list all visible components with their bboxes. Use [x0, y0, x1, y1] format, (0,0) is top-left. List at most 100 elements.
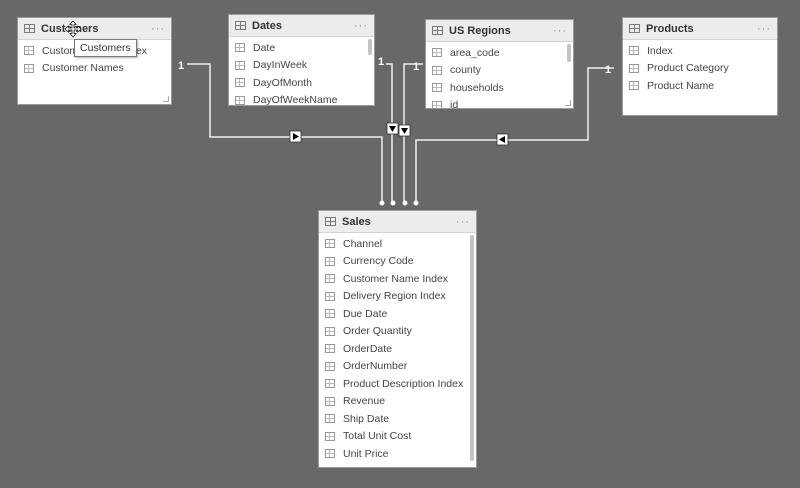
field-list: Index Product Category Product Name: [623, 40, 777, 95]
column-icon: [235, 78, 245, 88]
field-item[interactable]: Product Description Index: [325, 375, 470, 393]
field-item[interactable]: area_code: [432, 44, 567, 62]
relationship-line-dates-sales: [386, 63, 393, 203]
field-list: Channel Currency Code Customer Name Inde…: [319, 233, 476, 463]
field-label: id: [450, 99, 459, 109]
ellipsis-icon[interactable]: ···: [456, 215, 470, 228]
table-icon: [24, 24, 35, 33]
table-card-customers[interactable]: Customers ··· Customer Name Index Custom…: [17, 17, 172, 105]
filter-direction-arrow-icon[interactable]: [289, 130, 302, 143]
scrollbar[interactable]: [470, 235, 474, 461]
field-item[interactable]: id: [432, 97, 567, 109]
field-item[interactable]: Product Category: [629, 60, 771, 78]
field-label: Customer Names: [42, 62, 124, 75]
field-item[interactable]: Delivery Region Index: [325, 288, 470, 306]
column-icon: [325, 291, 335, 301]
field-item[interactable]: Index: [629, 42, 771, 60]
filter-direction-arrow-icon[interactable]: [496, 133, 509, 146]
resize-handle[interactable]: [565, 100, 571, 106]
table-icon: [235, 21, 246, 30]
field-item[interactable]: households: [432, 79, 567, 97]
column-icon: [629, 81, 639, 91]
field-label: county: [450, 64, 481, 77]
field-item[interactable]: Channel: [325, 235, 470, 253]
column-icon: [24, 46, 34, 56]
column-icon: [235, 43, 245, 53]
field-label: DayInWeek: [253, 59, 308, 72]
scrollbar[interactable]: [368, 39, 372, 55]
table-title: US Regions: [449, 24, 511, 37]
field-label: Due Date: [343, 307, 388, 320]
field-label: Revenue: [343, 395, 386, 408]
field-list: area_code county households id: [426, 42, 573, 109]
field-label: Total Unit Cost: [343, 430, 412, 443]
field-item[interactable]: Revenue: [325, 393, 470, 411]
field-item[interactable]: OrderDate: [325, 340, 470, 358]
table-card-us-regions[interactable]: US Regions ··· area_code county househol…: [425, 19, 574, 109]
table-header[interactable]: Customers ···: [18, 18, 171, 40]
field-item[interactable]: Customer Name Index: [325, 270, 470, 288]
field-item[interactable]: OrderNumber: [325, 358, 470, 376]
ellipsis-icon[interactable]: ···: [151, 22, 165, 35]
cardinality-many-dot: [413, 200, 419, 206]
ellipsis-icon[interactable]: ···: [757, 22, 771, 35]
table-header[interactable]: US Regions ···: [426, 20, 573, 42]
scrollbar[interactable]: [567, 44, 571, 62]
field-item[interactable]: Order Quantity: [325, 323, 470, 341]
column-icon: [325, 379, 335, 389]
field-item[interactable]: DayInWeek: [235, 57, 368, 75]
ellipsis-icon[interactable]: ···: [354, 19, 368, 32]
relationship-line-products-sales: [415, 67, 614, 203]
table-card-products[interactable]: Products ··· Index Product Category Prod…: [622, 17, 778, 116]
field-item[interactable]: Ship Date: [325, 410, 470, 428]
field-item[interactable]: Product Name: [629, 77, 771, 95]
field-label: Index: [647, 44, 673, 57]
table-title: Dates: [252, 19, 282, 32]
column-icon: [432, 100, 442, 108]
column-icon: [432, 65, 442, 75]
field-item[interactable]: Total Unit Cost: [325, 428, 470, 446]
table-icon: [325, 217, 336, 226]
table-header[interactable]: Products ···: [623, 18, 777, 40]
field-item[interactable]: DayOfMonth: [235, 74, 368, 92]
filter-direction-arrow-icon[interactable]: [398, 124, 411, 137]
table-header[interactable]: Sales ···: [319, 211, 476, 233]
field-item[interactable]: Due Date: [325, 305, 470, 323]
field-label: Currency Code: [343, 255, 414, 268]
table-card-sales[interactable]: Sales ··· Channel Currency Code Customer…: [318, 210, 477, 468]
relationship-line-customers-sales: [187, 63, 383, 203]
cardinality-one-regions: 1: [413, 61, 419, 73]
column-icon: [325, 361, 335, 371]
field-item[interactable]: county: [432, 62, 567, 80]
cardinality-many-dot: [379, 200, 385, 206]
field-label: Delivery Region Index: [343, 290, 446, 303]
field-label: Product Category: [647, 62, 729, 75]
cardinality-one-dates: 1: [378, 56, 384, 68]
filter-direction-arrow-icon[interactable]: [386, 122, 399, 135]
field-item[interactable]: Date: [235, 39, 368, 57]
table-icon: [432, 26, 443, 35]
field-label: Ship Date: [343, 412, 390, 425]
field-label: Channel: [343, 237, 383, 250]
field-item[interactable]: Currency Code: [325, 253, 470, 271]
column-icon: [235, 95, 245, 105]
table-title: Products: [646, 22, 694, 35]
field-item[interactable]: Customer Names: [24, 60, 165, 78]
column-icon: [629, 63, 639, 73]
table-card-dates[interactable]: Dates ··· Date DayInWeek DayOfMonth DayO…: [228, 14, 375, 106]
ellipsis-icon[interactable]: ···: [553, 24, 567, 37]
column-icon: [325, 414, 335, 424]
column-icon: [432, 48, 442, 58]
column-icon: [325, 256, 335, 266]
field-item[interactable]: Unit Price: [325, 445, 470, 463]
column-icon: [432, 83, 442, 93]
field-label: households: [450, 81, 504, 94]
column-icon: [325, 274, 335, 284]
cardinality-many-dot: [390, 200, 396, 206]
field-label: Product Description Index: [343, 377, 464, 390]
field-item[interactable]: DayOfWeekName: [235, 92, 368, 105]
column-icon: [325, 239, 335, 249]
field-label: Product Name: [647, 79, 715, 92]
resize-handle[interactable]: [163, 96, 169, 102]
table-header[interactable]: Dates ···: [229, 15, 374, 37]
